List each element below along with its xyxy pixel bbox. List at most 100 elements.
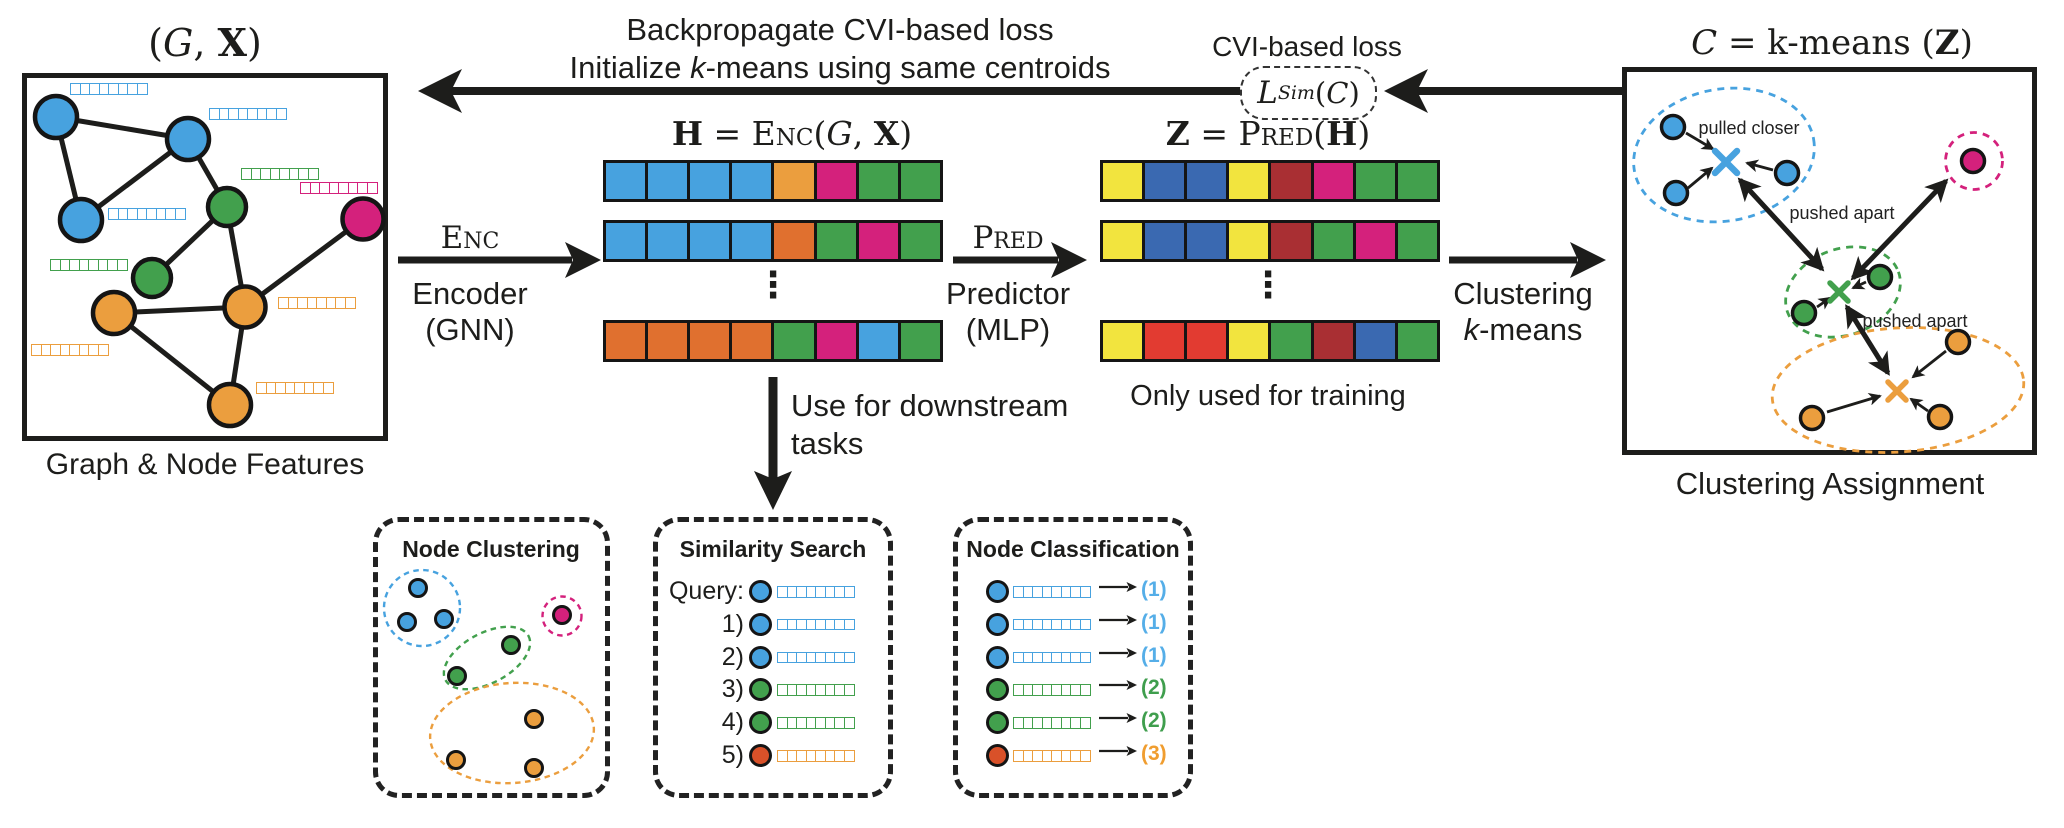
vector-cell [97, 344, 109, 356]
embedding-cell [1100, 320, 1146, 362]
classification-row: (3) [953, 740, 1193, 772]
embedding-cell [645, 220, 691, 262]
feature-vector [1013, 586, 1091, 598]
mini-blue-cluster [382, 568, 462, 648]
embedding-cell [1226, 320, 1272, 362]
paren: ) [1357, 114, 1371, 153]
cluster-symbol: C [1691, 23, 1718, 63]
vector-cell [1079, 717, 1091, 729]
node-clustering-title: Node Clustering [402, 536, 580, 562]
feature-vector [241, 168, 319, 180]
node-classification-title: Node Classification [966, 536, 1180, 562]
arrow-right-icon [1099, 713, 1137, 724]
z-symbol: Z [1934, 23, 1960, 63]
embedding-cell [1352, 220, 1398, 262]
embedding-cell [603, 160, 649, 202]
loss-symbol: L [1257, 75, 1278, 111]
features-symbol: X [873, 114, 900, 153]
paren: ( [813, 114, 827, 153]
embedding-cell [1352, 160, 1398, 202]
embedding-cell [1142, 220, 1188, 262]
h-matrix-title: H = Enc(G, X) [672, 114, 912, 153]
arrow-right-icon [1099, 746, 1137, 756]
similarity-row: 4) [653, 707, 893, 739]
k-symbol: k [1463, 312, 1480, 347]
vector-cell [275, 108, 287, 120]
arrow-right-icon [1099, 647, 1137, 658]
pred-fn: Pred [1238, 114, 1314, 153]
pull-arrow [1851, 277, 1867, 290]
feature-vector [50, 259, 128, 271]
embedding-cell [855, 160, 901, 202]
node-dot [986, 645, 1009, 669]
graph-panel-title: (G, X) [148, 20, 262, 65]
backprop-arrow [418, 69, 1622, 113]
pushed-apart-arrow [1737, 177, 1825, 272]
embedding-cell [1394, 220, 1441, 262]
embedding-cell [855, 220, 901, 262]
node-dot [749, 678, 772, 702]
z-matrix-title: Z = Pred(H) [1166, 114, 1370, 153]
cluster-node [1926, 403, 1954, 431]
embedding-cell [771, 160, 817, 202]
pulled-closer-label: pulled closer [1698, 118, 1800, 138]
similarity-row: 2) [653, 642, 893, 674]
encoder-arrow [398, 242, 601, 278]
feature-vector [777, 586, 855, 598]
paren: ( [1313, 114, 1327, 153]
graph-symbol: G [162, 21, 194, 65]
embedding-cell [771, 220, 817, 262]
green-centroid-x [1827, 280, 1851, 304]
z-symbol: Z [1165, 114, 1190, 153]
paren: ) [899, 114, 913, 153]
row-label: 1) [721, 609, 744, 638]
embedding-row [603, 160, 944, 202]
predictor-arrow [953, 242, 1087, 278]
feature-vector [209, 108, 287, 120]
embedding-cell [645, 320, 691, 362]
embedding-cell [1310, 160, 1356, 202]
node-dot [986, 678, 1009, 702]
mini-node [446, 750, 466, 770]
mini-node [447, 666, 467, 686]
pull-arrow [1687, 166, 1714, 190]
feature-vector [1013, 684, 1091, 696]
cvi-loss-label: CVI-based loss [1212, 31, 1402, 62]
predictor-abbr-label: Pred [972, 220, 1044, 256]
classification-row: (1) [953, 642, 1193, 674]
graph-node [222, 284, 268, 330]
mini-node [397, 612, 417, 632]
graph-node [90, 289, 138, 337]
arrow-right-icon [1099, 614, 1137, 625]
h-symbol: H [1326, 114, 1358, 153]
classification-row: (2) [953, 674, 1193, 706]
paren: ( [1314, 76, 1327, 110]
embedding-cell [813, 160, 859, 202]
vector-cell [1079, 618, 1091, 631]
mini-node [524, 758, 544, 778]
embedding-row [1100, 160, 1441, 202]
pushed-apart-label-bottom: pushed apart [1862, 311, 1968, 331]
embedding-cell [897, 160, 944, 202]
embedding-cell [897, 320, 944, 362]
cluster-node [1790, 299, 1818, 327]
downstream-label-line2: tasks [791, 426, 864, 461]
feature-vector [777, 618, 855, 631]
h-matrix-dots: ⋮ [755, 265, 791, 306]
mini-orange-cluster [428, 681, 596, 785]
similarity-row: 3) [653, 674, 893, 706]
vector-cell [1079, 684, 1091, 696]
embedding-cell [1394, 160, 1441, 202]
embedding-cell [1142, 320, 1188, 362]
node-clustering-panel [373, 517, 610, 798]
k-symbol: k [690, 50, 706, 85]
cluster-panel-title: C = k-means (Z) [1691, 23, 1973, 63]
graph-node [130, 256, 174, 300]
embedding-row [1100, 220, 1441, 262]
pink-cluster-circle [1944, 131, 2004, 191]
embedding-row [603, 220, 944, 262]
cluster-symbol: C [1326, 76, 1349, 110]
paren: ( [148, 21, 163, 65]
feature-vector [300, 182, 378, 194]
